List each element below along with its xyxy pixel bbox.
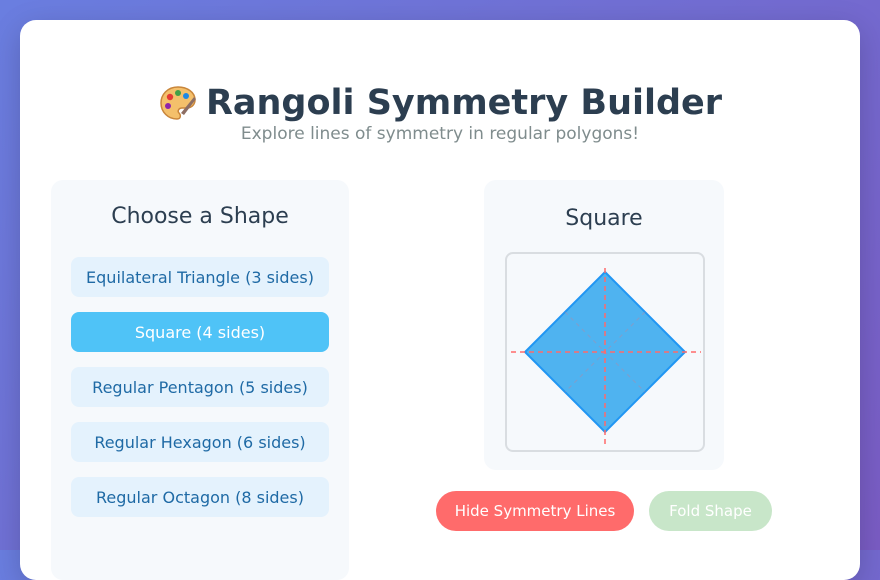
main-card: Rangoli Symmetry Builder Explore lines o… [20, 20, 860, 580]
current-shape-title: Square [565, 206, 643, 231]
page-title: Rangoli Symmetry Builder [205, 83, 723, 123]
shape-button-hexagon[interactable]: Regular Hexagon (6 sides) [71, 422, 329, 462]
shape-viewer: Square [484, 180, 724, 470]
header: Rangoli Symmetry Builder [20, 78, 860, 128]
shape-canvas-svg [511, 268, 701, 448]
shape-button-pentagon[interactable]: Regular Pentagon (5 sides) [71, 367, 329, 407]
symmetry-line-diagonal-2 [564, 311, 646, 393]
palette-icon [160, 86, 196, 120]
hide-symmetry-lines-button[interactable]: Hide Symmetry Lines [436, 491, 634, 531]
page-subtitle: Explore lines of symmetry in regular pol… [240, 124, 640, 144]
fold-shape-button[interactable]: Fold Shape [649, 491, 772, 531]
shape-panel-title: Choose a Shape [111, 204, 289, 229]
shape-button-triangle[interactable]: Equilateral Triangle (3 sides) [71, 257, 329, 297]
shape-selector-panel: Choose a Shape Equilateral Triangle (3 s… [51, 180, 349, 580]
symmetry-line-diagonal-1 [564, 311, 646, 393]
shape-button-octagon[interactable]: Regular Octagon (8 sides) [71, 477, 329, 517]
shape-button-square[interactable]: Square (4 sides) [71, 312, 329, 352]
shape-canvas[interactable] [505, 252, 705, 452]
